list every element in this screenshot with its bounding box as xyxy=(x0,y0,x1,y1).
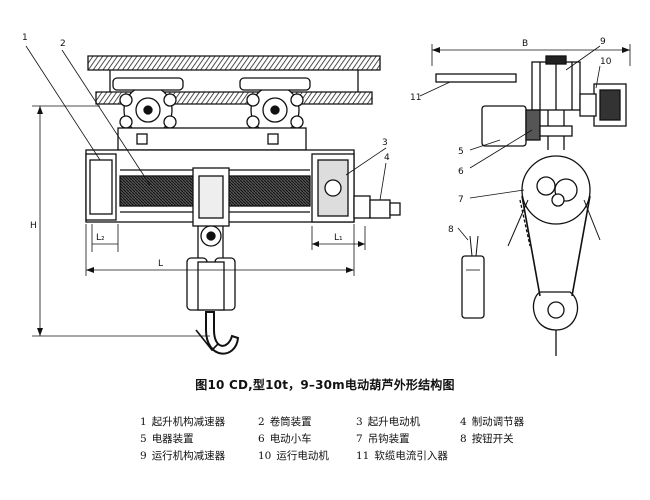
dim-L: L xyxy=(158,259,163,269)
legend-label: 按钮开关 xyxy=(471,433,514,445)
side-view xyxy=(419,44,631,356)
legend-item: 1 起升机构减速器 xyxy=(140,414,258,431)
pendant-switch xyxy=(461,255,485,319)
callout-10: 10 xyxy=(600,57,612,67)
legend-item: 11 软缆电流引入器 xyxy=(356,448,460,465)
legend-item: 7 吊钩装置 xyxy=(356,431,460,448)
callout-6: 6 xyxy=(458,167,464,177)
legend-item: 2 卷筒装置 xyxy=(258,414,356,431)
trolley-wheel-right xyxy=(246,85,304,135)
dim-L1: L₁ xyxy=(334,233,343,243)
callout-9: 9 xyxy=(600,37,606,47)
callout-1: 1 xyxy=(22,33,28,43)
parts-legend: 1 起升机构减速器 2 卷筒装置 3 起升电动机 4 制动调节器 5 电器装置 6 电动小车… xyxy=(140,414,610,465)
figure-caption: 图10 CD,型10t，9–30m电动葫芦外形结构图 xyxy=(0,376,650,393)
legend-number: 10 xyxy=(258,450,272,462)
brake-regulator xyxy=(353,195,371,219)
legend-label: 卷筒装置 xyxy=(269,416,312,428)
callout-2: 2 xyxy=(60,39,66,49)
legend-number: 1 xyxy=(140,416,147,428)
legend-number: 11 xyxy=(356,450,370,462)
callout-4: 4 xyxy=(384,153,390,163)
legend-item: 8 按钮开关 xyxy=(460,431,590,448)
electrical-box xyxy=(481,105,527,147)
legend-label: 运行电动机 xyxy=(276,450,329,462)
legend-item: 3 起升电动机 xyxy=(356,414,460,431)
legend-label: 电动小车 xyxy=(269,433,312,445)
legend-item: 4 制动调节器 xyxy=(460,414,590,431)
side-hook-block xyxy=(507,155,601,356)
legend-label: 运行机构减速器 xyxy=(151,450,226,462)
legend-number: 8 xyxy=(460,433,467,445)
dim-B: B xyxy=(522,39,528,49)
legend-label: 起升机构减速器 xyxy=(151,416,226,428)
legend-number: 7 xyxy=(356,433,363,445)
legend-row: 5 电器装置 6 电动小车 7 吊钩装置 8 按钮开关 xyxy=(140,431,610,448)
legend-number: 5 xyxy=(140,433,147,445)
dim-L2: L₂ xyxy=(96,233,105,243)
legend-item: 5 电器装置 xyxy=(140,431,258,448)
legend-label: 软缆电流引入器 xyxy=(374,450,448,462)
legend-number: 3 xyxy=(356,416,363,428)
legend-row: 1 起升机构减速器 2 卷筒装置 3 起升电动机 4 制动调节器 xyxy=(140,414,610,431)
legend-label: 电器装置 xyxy=(151,433,194,445)
legend-label: 吊钩装置 xyxy=(367,433,410,445)
callout-5: 5 xyxy=(458,147,464,157)
hoist-reducer xyxy=(85,153,117,221)
legend-number: 4 xyxy=(460,416,467,428)
figure-caption-text: 图10 CD,型10t，9–30m电动葫芦外形结构图 xyxy=(195,378,455,392)
legend-number: 6 xyxy=(258,433,265,445)
legend-row: 9 运行机构减速器 10 运行电动机 11 软缆电流引入器 xyxy=(140,448,610,465)
callout-8: 8 xyxy=(448,225,454,235)
cable-inlet-bracket xyxy=(435,73,517,83)
hoist-drawing: 1 2 3 4 H L₂ L L₁ xyxy=(22,33,631,356)
legend-number: 2 xyxy=(258,416,265,428)
legend-item: 6 电动小车 xyxy=(258,431,356,448)
legend-number: 9 xyxy=(140,450,147,462)
callout-3: 3 xyxy=(382,138,388,148)
front-view xyxy=(25,45,401,355)
callout-11: 11 xyxy=(410,93,421,103)
legend-label: 制动调节器 xyxy=(471,416,525,428)
legend-item: 9 运行机构减速器 xyxy=(140,448,258,465)
dim-H: H xyxy=(30,221,37,231)
legend-item: 10 运行电动机 xyxy=(258,448,356,465)
callout-7: 7 xyxy=(458,195,464,205)
legend-label: 起升电动机 xyxy=(367,416,421,428)
